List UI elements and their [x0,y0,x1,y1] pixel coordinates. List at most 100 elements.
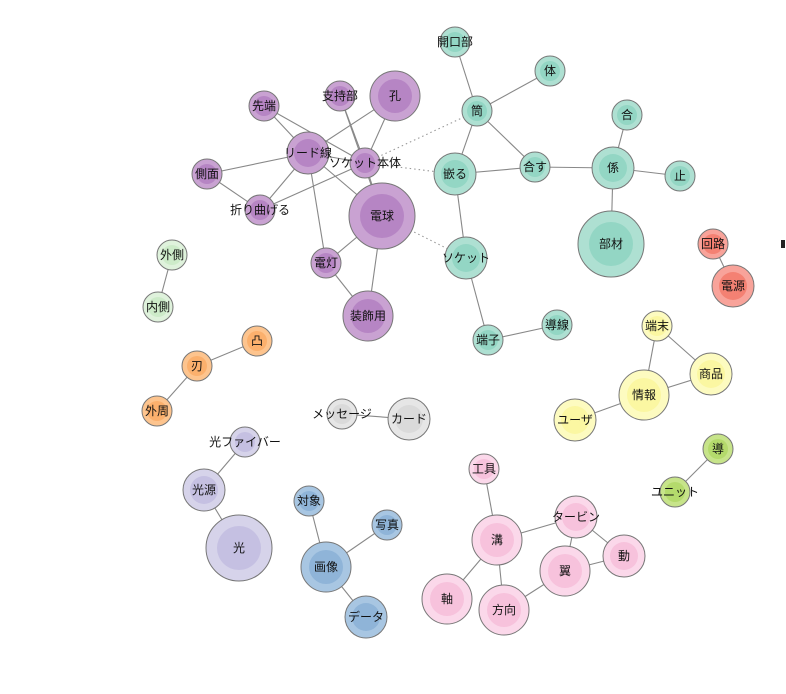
node-label: 回路 [701,236,725,251]
node-core [562,503,590,531]
node-turbine[interactable]: タービン [552,495,600,539]
node-blade[interactable]: 刃 [181,350,213,382]
node-core [332,404,352,424]
node-stop[interactable]: 止 [664,160,696,192]
node-label: 端子 [476,333,500,347]
node-label: 筒 [471,103,483,118]
right-edge-mark [781,240,785,248]
node-core [665,482,685,502]
node-label: 側面 [195,167,219,181]
node-label: 軸 [441,592,453,606]
node-label: 光源 [192,483,216,497]
node-data[interactable]: データ [344,595,388,639]
node-core [478,330,498,350]
node-lamp[interactable]: 電灯 [310,247,342,279]
node-core [197,164,217,184]
node-leadwire[interactable]: リード線 [284,131,332,175]
node-core [377,515,397,535]
node-label: 商品 [699,366,723,381]
node-engage[interactable]: 係 [591,146,635,190]
node-support[interactable]: 支持部 [322,80,358,112]
node-outer[interactable]: 外側 [156,239,188,271]
node-image[interactable]: 画像 [300,541,352,593]
node-wing[interactable]: 翼 [539,545,591,597]
edge-marks [781,240,785,248]
node-core [547,315,567,335]
node-card[interactable]: カード [387,397,431,441]
node-product[interactable]: 商品 [689,352,733,396]
node-label: 内側 [146,300,170,314]
node-label: 方向 [492,602,516,617]
node-match[interactable]: 合す [519,151,551,183]
node-info[interactable]: 情報 [618,369,670,421]
node-core [474,459,494,479]
node-core [610,542,638,570]
node-inner[interactable]: 内側 [142,291,174,323]
node-target[interactable]: 対象 [293,485,325,517]
node-core [360,194,404,238]
node-core [647,316,667,336]
node-core [316,253,336,273]
node-guide[interactable]: 導 [702,433,734,465]
node-core [352,603,380,631]
node-label: 合す [523,159,547,174]
edge-socketbody-bend [259,162,366,211]
node-label: 先端 [252,99,276,113]
node-core [719,272,747,300]
node-label: ユニット [651,485,699,499]
node-socketbody[interactable]: ソケット本体 [329,147,401,179]
node-unit[interactable]: ユニット [651,476,699,508]
edge-socketbody-fit [364,162,456,175]
node-perimeter[interactable]: 外周 [141,395,173,427]
node-term_end[interactable]: 端末 [641,310,673,342]
node-label: 電灯 [314,256,338,270]
node-core [525,157,545,177]
node-tube[interactable]: 筒 [461,95,493,127]
node-lightsource[interactable]: 光源 [182,468,226,512]
node-user[interactable]: ユーザ [553,398,597,442]
node-axis[interactable]: 軸 [421,573,473,625]
node-bulb[interactable]: 電球 [348,182,416,250]
node-core [540,61,560,81]
node-side[interactable]: 側面 [191,158,223,190]
node-direction[interactable]: 方向 [478,584,530,636]
node-core [355,153,375,173]
node-move[interactable]: 動 [602,534,646,578]
node-photo[interactable]: 写真 [371,509,403,541]
node-conductor[interactable]: 導線 [541,309,573,341]
node-body[interactable]: 体 [534,55,566,87]
node-power[interactable]: 電源 [711,264,755,308]
node-label: 開口部 [437,34,473,49]
node-groove[interactable]: 溝 [471,514,523,566]
node-tool[interactable]: 工具 [468,453,500,485]
node-opening[interactable]: 開口部 [437,26,473,58]
node-convex[interactable]: 凸 [241,325,273,357]
node-light[interactable]: 光 [205,514,273,582]
node-label: 光ファイバー [209,435,281,449]
node-core [480,523,514,557]
node-core [445,32,465,52]
node-core [299,491,319,511]
node-decor[interactable]: 装飾用 [342,290,394,342]
node-label: 溝 [491,533,503,547]
node-core [162,245,182,265]
node-label: 工具 [472,462,496,476]
node-tip[interactable]: 先端 [248,90,280,122]
node-core [430,582,464,616]
node-core [190,476,218,504]
node-label: カード [391,412,427,426]
node-hole[interactable]: 孔 [369,70,421,122]
node-fit[interactable]: 嵌る [433,152,477,196]
node-member[interactable]: 部材 [577,210,645,278]
node-go[interactable]: 合 [611,99,643,131]
node-label: データ [348,609,384,624]
node-label: タービン [552,510,600,524]
node-message[interactable]: メッセージ [312,398,372,430]
node-circuit[interactable]: 回路 [697,228,729,260]
node-label: 画像 [314,560,338,574]
node-bend[interactable]: 折り曲げる [230,194,290,226]
node-socket[interactable]: ソケット [442,236,490,280]
node-fiber[interactable]: 光ファイバー [209,426,281,458]
node-terminal[interactable]: 端子 [472,324,504,356]
node-core [589,222,633,266]
